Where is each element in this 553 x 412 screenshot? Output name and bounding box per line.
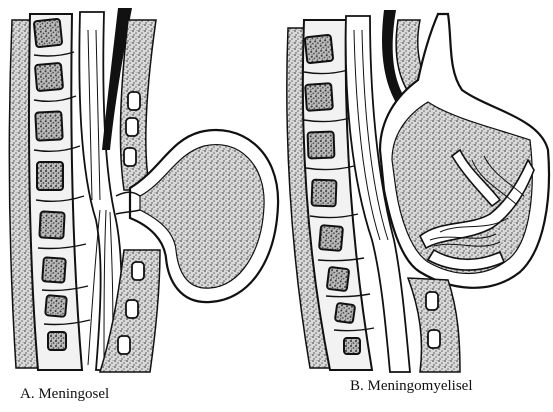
panel-b xyxy=(287,10,549,372)
panel-a xyxy=(9,8,278,372)
caption-meningocele: A. Meningosel xyxy=(20,386,109,403)
caption-meningomyelocele: B. Meningomyelisel xyxy=(350,378,473,395)
